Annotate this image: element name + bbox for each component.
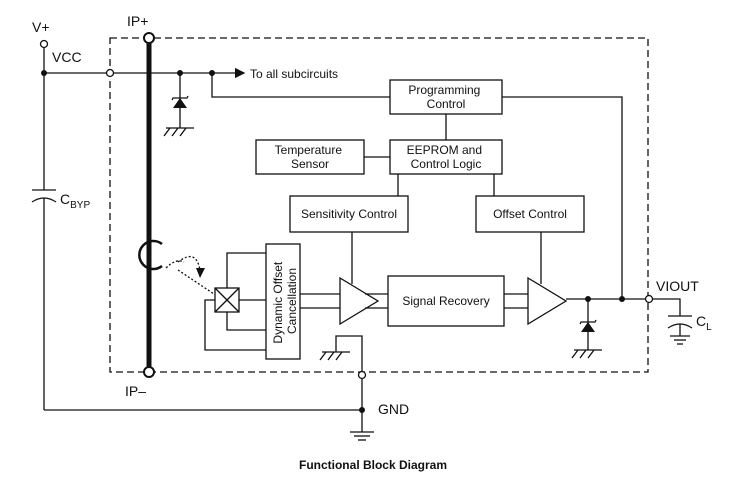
to-all-subcircuits-label: To all subcircuits xyxy=(250,67,338,81)
vcc-zener-hatch-1 xyxy=(163,127,171,137)
viout-pin xyxy=(644,294,654,304)
sensitivity-control-block xyxy=(289,195,409,233)
internal-ground-wire xyxy=(335,335,363,372)
output-amplifier xyxy=(527,276,568,326)
ip-minus-label: IP– xyxy=(125,383,146,399)
offset-control-label: Offset Control xyxy=(493,207,567,221)
vplus-label: V+ xyxy=(32,19,50,35)
viout-label: VIOUT xyxy=(656,278,699,294)
temperature-sensor-block xyxy=(255,139,365,175)
signal-recovery-block xyxy=(387,275,505,327)
output-zener-bar xyxy=(579,319,597,325)
dynamic-offset-label: Dynamic Offset Cancellation xyxy=(271,258,299,343)
programming-control-label: Programming Control xyxy=(408,83,483,111)
vcc-zener-diode-symbol xyxy=(173,98,187,108)
viout-to-cl-wire xyxy=(653,298,681,316)
output-zener-diode-symbol xyxy=(581,322,595,332)
hall-bias-wire-1 xyxy=(226,252,266,288)
hall-element-cross-2 xyxy=(214,287,240,313)
vplus-terminal xyxy=(39,39,49,49)
vcc-pin xyxy=(105,68,115,78)
field-dotted-link xyxy=(177,269,215,295)
cbyp-label: CBYP xyxy=(60,191,90,211)
internal-ground-hatch-1 xyxy=(319,351,327,361)
vcc-label: VCC xyxy=(52,49,82,65)
vcc-junction xyxy=(41,70,47,76)
sensitivity-control-label: Sensitivity Control xyxy=(301,207,397,221)
hall-bias-wire-3 xyxy=(226,312,266,331)
internal-ground-hatch-2 xyxy=(327,351,335,361)
internal-ground-hatch-3 xyxy=(335,351,343,361)
diagram-caption: Functional Block Diagram xyxy=(299,458,447,472)
vcc-to-programming-wire xyxy=(211,73,390,98)
gnd-pin xyxy=(357,370,367,380)
output-zener-hatch-3 xyxy=(587,349,595,359)
programming-to-output-wire xyxy=(502,96,623,299)
gnd-junction xyxy=(359,407,365,413)
input-amplifier xyxy=(339,276,380,326)
magnetic-field-symbol xyxy=(138,239,163,271)
gnd-label: GND xyxy=(378,401,409,417)
temperature-sensor-label: Temperature Sensor xyxy=(275,143,346,171)
output-zener-hatch-2 xyxy=(579,349,587,359)
eeprom-label: EEPROM and Control Logic xyxy=(407,143,486,171)
ic-boundary xyxy=(109,37,649,373)
field-curl xyxy=(177,255,201,271)
dynamic-offset-cancellation-block xyxy=(265,243,301,360)
hall-bias-wire-2 xyxy=(204,299,266,351)
offset-control-block xyxy=(475,195,585,233)
vcc-zener-bar xyxy=(171,95,189,101)
field-arrow xyxy=(165,260,185,269)
vcc-zener-hatch-3 xyxy=(179,127,187,137)
eeprom-control-logic-block xyxy=(389,139,503,175)
ip-minus-terminal xyxy=(143,366,155,378)
output-zener-hatch-1 xyxy=(571,349,579,359)
ip-plus-terminal xyxy=(143,32,155,44)
vcc-zener-hatch-2 xyxy=(171,127,179,137)
field-curl-arrowhead xyxy=(196,268,205,278)
ip-plus-label: IP+ xyxy=(127,13,148,29)
cl-label: CL xyxy=(696,313,712,333)
signal-recovery-label: Signal Recovery xyxy=(402,294,489,308)
